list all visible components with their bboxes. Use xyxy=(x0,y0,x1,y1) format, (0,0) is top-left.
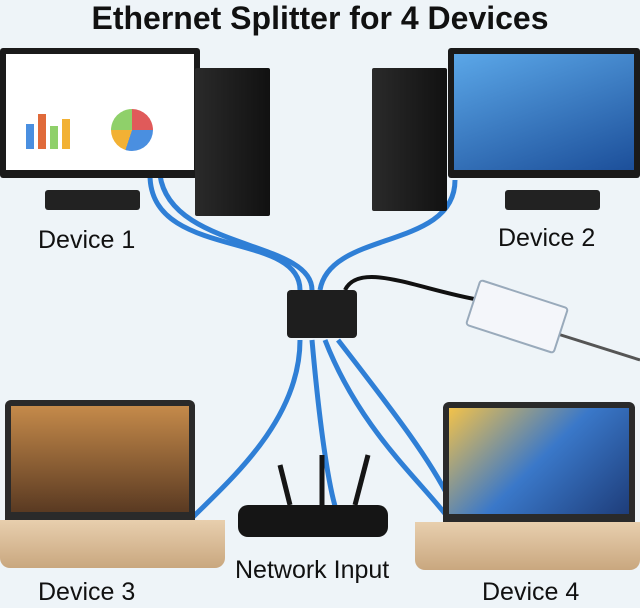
device3-laptop xyxy=(5,400,195,520)
page-title: Ethernet Splitter for 4 Devices xyxy=(91,0,549,36)
device1-label: Device 1 xyxy=(38,226,136,254)
device1-monitor xyxy=(0,48,200,178)
monitor-stand xyxy=(505,190,600,210)
wallpaper-screen xyxy=(449,408,629,514)
chart-screen xyxy=(6,54,194,170)
laptop-base xyxy=(0,520,225,568)
monitor-stand xyxy=(45,190,140,210)
ethernet-splitter xyxy=(287,290,357,338)
device4-laptop xyxy=(443,402,635,522)
device2-monitor xyxy=(448,48,640,178)
router xyxy=(238,505,388,537)
game-screen xyxy=(11,406,189,512)
device2-tower xyxy=(372,68,447,211)
sky-screen xyxy=(454,54,634,170)
device1-tower xyxy=(195,68,270,216)
laptop-base xyxy=(415,522,640,570)
network-input-label: Network Input xyxy=(235,556,390,584)
device4-label: Device 4 xyxy=(482,578,580,606)
device2-label: Device 2 xyxy=(498,224,596,252)
device3-label: Device 3 xyxy=(38,578,136,606)
